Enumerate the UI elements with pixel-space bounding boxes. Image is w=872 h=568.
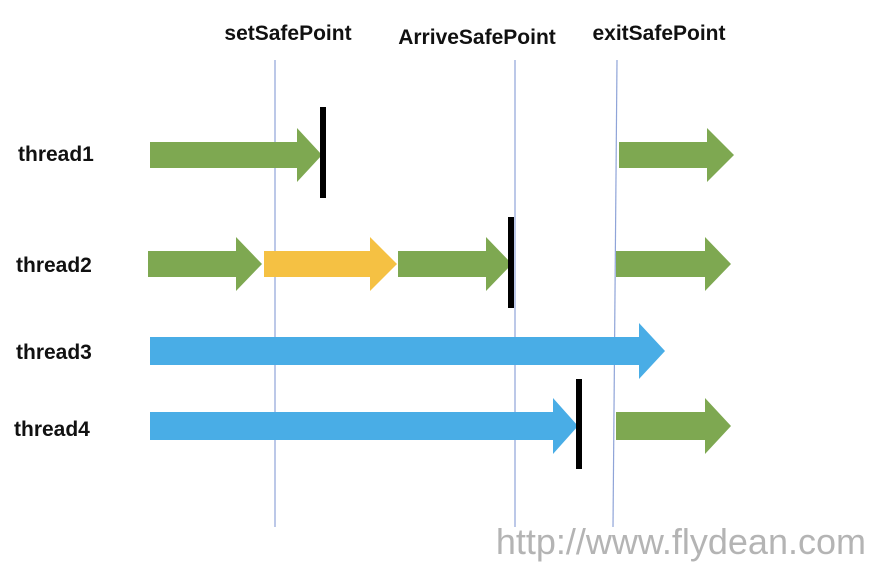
arrive-safepoint-label: ArriveSafePoint bbox=[398, 26, 556, 49]
thread1-stop-bar bbox=[320, 107, 326, 198]
thread2-resume-arrow bbox=[616, 237, 731, 291]
thread2-running-arrow-2 bbox=[398, 237, 512, 291]
thread3-long-running-arrow bbox=[150, 323, 665, 379]
thread4-label: thread4 bbox=[14, 418, 90, 441]
thread2-stop-bar bbox=[508, 217, 514, 308]
exit-safepoint-guide-line bbox=[612, 59, 618, 528]
set-safepoint-label: setSafePoint bbox=[224, 22, 351, 45]
thread1-running-arrow bbox=[150, 128, 322, 182]
thread2-label: thread2 bbox=[16, 254, 92, 277]
thread1-label: thread1 bbox=[18, 143, 94, 166]
exit-safepoint-label: exitSafePoint bbox=[592, 22, 725, 45]
thread2-transition-arrow bbox=[264, 237, 397, 291]
thread2-running-arrow-1 bbox=[148, 237, 262, 291]
thread4-resume-arrow bbox=[616, 398, 731, 454]
thread3-label: thread3 bbox=[16, 341, 92, 364]
thread4-running-arrow bbox=[150, 398, 578, 454]
thread1-resume-arrow bbox=[619, 128, 734, 182]
thread4-stop-bar bbox=[576, 379, 582, 469]
watermark-url: http://www.flydean.com bbox=[496, 521, 866, 562]
